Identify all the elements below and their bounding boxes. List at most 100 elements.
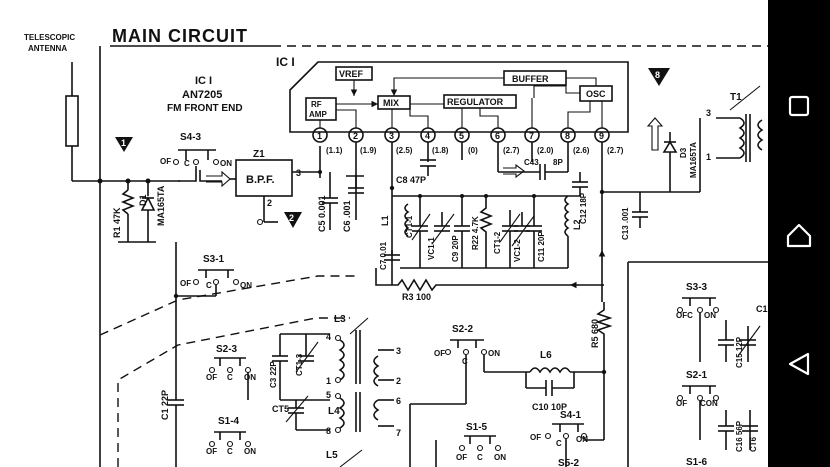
android-navigation-bar bbox=[768, 0, 830, 467]
capacitor-c12 bbox=[572, 172, 588, 196]
svg-text:C11 20P: C11 20P bbox=[537, 231, 546, 262]
svg-text:ON: ON bbox=[704, 311, 716, 320]
svg-text:C43: C43 bbox=[524, 158, 539, 167]
ic1-desc: FM FRONT END bbox=[167, 103, 243, 114]
switch-s1-4 bbox=[208, 431, 252, 448]
antenna-label-line2: ANTENNA bbox=[28, 44, 67, 53]
svg-text:(2.6): (2.6) bbox=[573, 146, 590, 155]
back-button[interactable] bbox=[768, 334, 830, 394]
transformer-t1 bbox=[716, 85, 764, 162]
svg-text:OF: OF bbox=[434, 349, 445, 358]
svg-text:C: C bbox=[206, 281, 212, 290]
svg-text:ON: ON bbox=[240, 281, 252, 290]
svg-text:8: 8 bbox=[565, 131, 570, 141]
rf-amp-block bbox=[305, 97, 337, 121]
trimmer-ct5 bbox=[285, 395, 309, 430]
svg-text:OF: OF bbox=[456, 453, 467, 462]
capacitor-c5 bbox=[322, 172, 338, 230]
svg-text:R22 4.7K: R22 4.7K bbox=[471, 216, 480, 250]
switch-s4-3-label: S4-3 bbox=[180, 132, 202, 143]
svg-text:BUFFER: BUFFER bbox=[512, 74, 549, 84]
svg-text:6: 6 bbox=[396, 396, 401, 406]
back-icon bbox=[788, 352, 810, 376]
svg-text:R5 680: R5 680 bbox=[590, 319, 600, 348]
svg-text:ON: ON bbox=[244, 373, 256, 382]
svg-text:1: 1 bbox=[326, 376, 331, 386]
switch-s4-1 bbox=[544, 423, 588, 467]
svg-text:C: C bbox=[227, 373, 233, 382]
svg-text:1: 1 bbox=[706, 152, 711, 162]
svg-text:OF: OF bbox=[160, 157, 171, 166]
svg-text:8: 8 bbox=[326, 426, 331, 436]
svg-text:CT1-2: CT1-2 bbox=[493, 231, 502, 254]
svg-text:S1-4: S1-4 bbox=[218, 416, 240, 427]
svg-text:5: 5 bbox=[459, 131, 464, 141]
svg-text:CT1-3: CT1-3 bbox=[295, 353, 304, 376]
svg-text:T1: T1 bbox=[730, 92, 742, 103]
capacitor-c11 bbox=[526, 196, 542, 232]
svg-text:8: 8 bbox=[655, 70, 660, 80]
svg-text:ON: ON bbox=[494, 453, 506, 462]
svg-text:MA165TA: MA165TA bbox=[689, 142, 698, 178]
svg-text:REGULATOR: REGULATOR bbox=[447, 97, 504, 107]
svg-text:C12 18P: C12 18P bbox=[579, 192, 588, 224]
recent-apps-button[interactable] bbox=[768, 76, 830, 136]
svg-text:S3-1: S3-1 bbox=[203, 254, 225, 265]
svg-text:OF: OF bbox=[530, 433, 541, 442]
svg-text:(2.7): (2.7) bbox=[607, 146, 624, 155]
svg-text:C15 12P: C15 12P bbox=[735, 336, 744, 368]
svg-text:C: C bbox=[556, 439, 562, 448]
z1-label: Z1 bbox=[253, 149, 265, 160]
telescopic-antenna bbox=[65, 62, 79, 181]
svg-text:C1: C1 bbox=[756, 304, 768, 314]
r1-label: R1 47K bbox=[112, 207, 122, 238]
capacitor-c13 bbox=[632, 192, 648, 228]
svg-text:(2.0): (2.0) bbox=[537, 146, 554, 155]
svg-text:RF: RF bbox=[311, 100, 322, 109]
capacitor-c3 bbox=[272, 334, 288, 400]
svg-text:S5-2: S5-2 bbox=[558, 458, 580, 467]
svg-text:ON: ON bbox=[488, 349, 500, 358]
svg-text:L4: L4 bbox=[328, 406, 340, 417]
svg-text:S1-6: S1-6 bbox=[686, 457, 708, 467]
ic1-part: AN7205 bbox=[182, 89, 222, 101]
capacitor-c6 bbox=[348, 175, 364, 194]
svg-text:S2-3: S2-3 bbox=[216, 344, 238, 355]
schematic-diagram: MAIN CIRCUIT TELESCOPIC ANTENNA R1 47K D… bbox=[24, 26, 768, 467]
svg-text:L2: L2 bbox=[572, 219, 582, 230]
coil-l4 bbox=[334, 392, 361, 434]
diode-d3 bbox=[662, 132, 678, 192]
capacitor-c16 bbox=[718, 410, 758, 450]
switch-s2-3 bbox=[208, 357, 252, 374]
diode-d1 bbox=[140, 181, 156, 242]
home-button[interactable] bbox=[768, 204, 830, 264]
capacitor-c43 bbox=[498, 164, 568, 180]
svg-text:CT5: CT5 bbox=[272, 404, 289, 414]
marker-1 bbox=[115, 137, 133, 152]
svg-text:C6 .001: C6 .001 bbox=[342, 200, 352, 232]
svg-text:(0): (0) bbox=[468, 146, 478, 155]
svg-text:CT6: CT6 bbox=[749, 436, 758, 452]
svg-text:CON: CON bbox=[700, 399, 718, 408]
capacitor-c15 bbox=[718, 320, 761, 362]
svg-text:(2.5): (2.5) bbox=[396, 146, 413, 155]
svg-text:(1.1): (1.1) bbox=[326, 146, 343, 155]
svg-text:OSC: OSC bbox=[586, 89, 606, 99]
svg-text:C: C bbox=[477, 453, 483, 462]
svg-text:2: 2 bbox=[353, 131, 358, 141]
svg-text:3: 3 bbox=[396, 346, 401, 356]
switch-s2-1 bbox=[676, 385, 720, 440]
r3-label: R3 100 bbox=[402, 292, 431, 302]
svg-text:1: 1 bbox=[121, 138, 126, 148]
marker-8 bbox=[648, 68, 670, 86]
bpf-label: B.P.F. bbox=[246, 174, 275, 186]
capacitor-c9 bbox=[454, 196, 470, 232]
svg-text:VC1-1: VC1-1 bbox=[427, 237, 436, 260]
recent-apps-icon bbox=[788, 95, 810, 117]
svg-text:S2-1: S2-1 bbox=[686, 370, 708, 381]
svg-text:2: 2 bbox=[289, 213, 294, 223]
switch-s4-3 bbox=[172, 149, 220, 166]
capacitor-c7 bbox=[384, 250, 400, 261]
svg-text:(1.8): (1.8) bbox=[432, 146, 449, 155]
svg-text:C1 22P: C1 22P bbox=[160, 390, 170, 420]
